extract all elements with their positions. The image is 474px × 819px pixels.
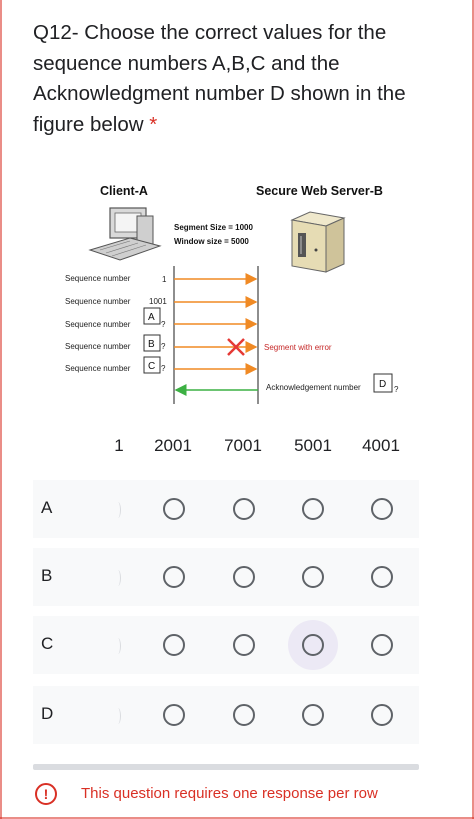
seq-label-2: Sequence number <box>65 297 131 306</box>
box-c <box>143 356 161 374</box>
box-c-letter: C <box>148 361 155 372</box>
grid-row-b: B <box>33 548 419 606</box>
validation-message: ! This question requires one response pe… <box>33 780 419 810</box>
radio-b-2001[interactable] <box>154 557 194 597</box>
radio-b-7001[interactable] <box>224 557 264 597</box>
error-cross-icon <box>227 338 245 356</box>
grid-row-a: A <box>33 480 419 538</box>
box-a-letter: A <box>148 312 155 323</box>
radio-c-5001[interactable] <box>288 620 338 670</box>
figure-svg: Client-A Secure Web Server-B Segment Siz… <box>65 184 399 404</box>
radio-c-7001[interactable] <box>224 625 264 665</box>
radio-a-5001[interactable] <box>293 489 333 529</box>
radio-d-2001[interactable] <box>154 695 194 735</box>
bottom-border <box>0 817 474 819</box>
seq-label-5: Sequence number <box>65 364 131 373</box>
box-b <box>143 334 161 352</box>
radio-a-4001[interactable] <box>362 489 402 529</box>
required-asterisk: * <box>149 112 158 136</box>
box-a <box>143 307 161 325</box>
column-header-2: 2001 <box>154 436 192 455</box>
computer-icon <box>88 207 162 261</box>
box-c-mark: ? <box>161 364 166 373</box>
grid-row-d: D <box>33 686 419 744</box>
client-label: Client-A <box>100 184 148 198</box>
row-divider <box>115 570 121 586</box>
alert-icon: ! <box>35 783 57 805</box>
question-text: Q12- Choose the correct values for the s… <box>33 21 406 136</box>
radio-d-4001[interactable] <box>362 695 402 735</box>
column-header-3: 7001 <box>224 436 262 455</box>
left-border <box>0 0 2 819</box>
row-label-a: A <box>41 498 53 517</box>
column-header-5: 4001 <box>362 436 400 455</box>
window-size-label: Window size = 5000 <box>174 237 249 246</box>
box-d <box>373 373 393 393</box>
horizontal-scrollbar[interactable] <box>33 764 419 770</box>
row-divider <box>115 638 121 654</box>
radio-a-7001[interactable] <box>224 489 264 529</box>
row-divider <box>115 502 121 518</box>
radio-b-5001[interactable] <box>293 557 333 597</box>
segment-size-label: Segment Size = 1000 <box>174 223 253 232</box>
server-label: Secure Web Server-B <box>256 184 383 198</box>
seq-value-1: 1 <box>162 275 167 284</box>
row-label-c: C <box>41 634 54 653</box>
radio-b-4001[interactable] <box>362 557 402 597</box>
row-divider <box>115 708 121 724</box>
grid-header: 1 2001 7001 5001 4001 <box>33 426 419 466</box>
column-header-4: 5001 <box>294 436 332 455</box>
column-header-1: 1 <box>114 436 124 455</box>
row-label-d: D <box>41 704 54 723</box>
radio-c-2001[interactable] <box>154 625 194 665</box>
seq-label-1: Sequence number <box>65 274 131 283</box>
ack-label: Acknowledgement number <box>266 383 361 392</box>
validation-text: This question requires one response per … <box>81 785 378 802</box>
radio-d-7001[interactable] <box>224 695 264 735</box>
row-label-b: B <box>41 566 53 585</box>
radio-a-2001[interactable] <box>154 489 194 529</box>
box-d-letter: D <box>379 379 386 390</box>
seq-label-3: Sequence number <box>65 320 131 329</box>
grid-row-c: C <box>33 616 419 674</box>
server-icon <box>290 211 346 273</box>
question-title: Q12- Choose the correct values for the s… <box>33 18 433 140</box>
box-b-mark: ? <box>161 342 166 351</box>
right-border <box>472 0 474 819</box>
radio-c-4001[interactable] <box>362 625 402 665</box>
seq-value-2: 1001 <box>149 297 167 306</box>
box-d-mark: ? <box>394 385 399 394</box>
error-segment-label: Segment with error <box>264 343 332 352</box>
box-b-letter: B <box>148 339 155 350</box>
seq-label-4: Sequence number <box>65 342 131 351</box>
radio-d-5001[interactable] <box>293 695 333 735</box>
tcp-sequence-figure: Client-A Secure Web Server-B Segment Siz… <box>60 178 420 410</box>
box-a-mark: ? <box>161 320 166 329</box>
